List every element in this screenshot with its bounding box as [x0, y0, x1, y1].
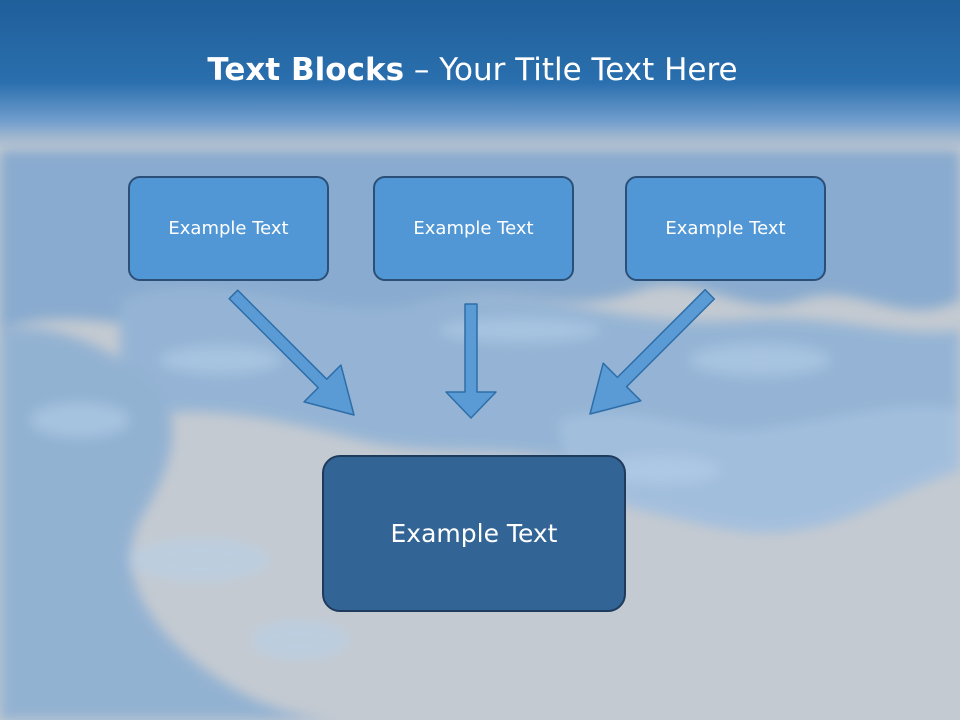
- arrow-down-left-icon: [589, 288, 716, 415]
- text-block-center-label: Example Text: [413, 218, 534, 239]
- text-block-center[interactable]: Example Text: [373, 176, 574, 281]
- slide-title: Text Blocks – Your Title Text Here: [0, 52, 945, 88]
- title-separator: –: [404, 52, 440, 88]
- arrow-down-right-icon: [228, 289, 355, 416]
- text-block-bottom-label: Example Text: [390, 519, 558, 548]
- text-block-left-label: Example Text: [168, 218, 289, 239]
- title-bold-part: Text Blocks: [207, 52, 405, 88]
- arrow-down-icon: [445, 303, 497, 419]
- header-bar: [0, 0, 960, 150]
- text-block-bottom[interactable]: Example Text: [322, 455, 626, 612]
- text-block-left[interactable]: Example Text: [128, 176, 329, 281]
- text-block-right-label: Example Text: [665, 218, 786, 239]
- text-block-right[interactable]: Example Text: [625, 176, 826, 281]
- title-subtitle-part: Your Title Text Here: [439, 52, 738, 88]
